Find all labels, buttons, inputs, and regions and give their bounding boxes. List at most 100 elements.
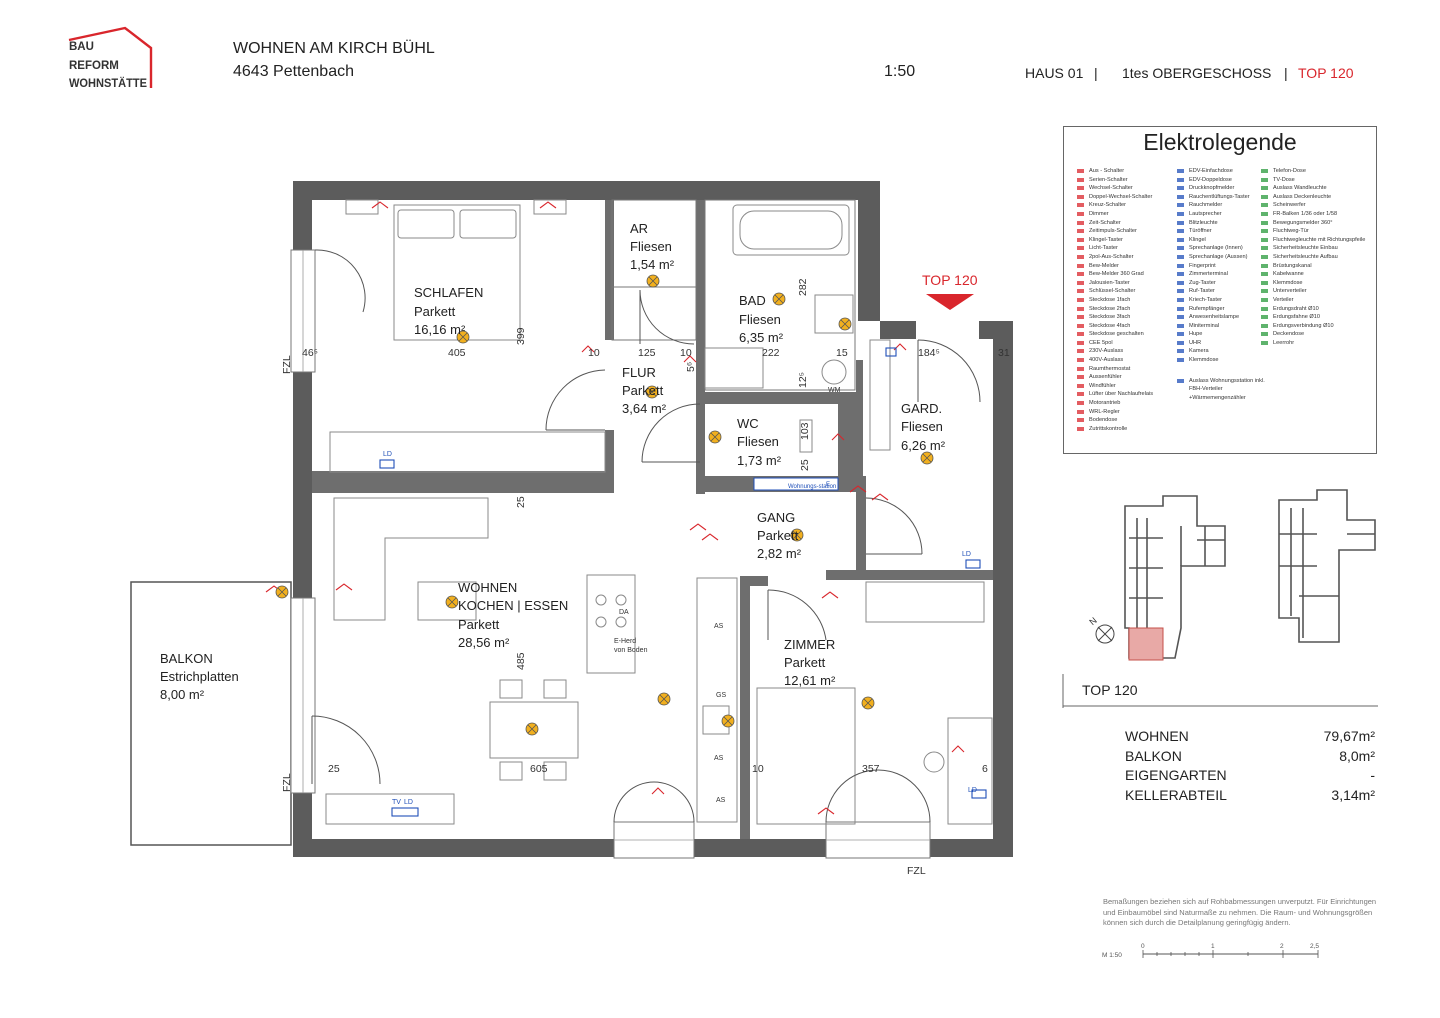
key-plan-building-2 [1278,489,1376,643]
legend-item: Schlüssel-Schalter [1076,287,1153,296]
legend-item: Klemmdose [1260,279,1365,288]
house-label: HAUS 01 [1025,65,1084,81]
legend-item: Deckendose [1260,330,1365,339]
electrical-symbols [265,201,965,815]
legend-item: Dimmer [1076,210,1153,219]
legend-item: Anwesenheitslampe [1176,313,1269,322]
legend-item: Auslass Deckenleuchte [1260,193,1365,202]
legend-item: 230V-Auslass [1076,347,1153,356]
room-wohnen-floor: Parkett [458,617,500,632]
dimension: 46⁵ [302,347,318,359]
room-gard-area: 6,26 m² [901,438,946,453]
legend-item: Scheinwerfer [1260,201,1365,210]
legend-item: Serien-Schalter [1076,176,1153,185]
legend-item: Telefon-Dose [1260,167,1365,176]
unit-highlight [1128,627,1164,661]
legend-item: Erdungsdraht Ø10 [1260,305,1365,314]
logo-line1: BAU [69,41,94,53]
legend-item: Steckdose 3fach [1076,313,1153,322]
room-balkon-area: 8,00 m² [160,687,205,702]
legend-item: Bodendose [1076,416,1153,425]
lamp-icon [790,528,804,542]
area-table-title: TOP 120 [1082,682,1138,698]
dimension: 6 [982,763,988,775]
legend-item: Klingel-Taster [1076,236,1153,245]
room-balkon-name: BALKON [160,651,213,666]
dimension: 25 [515,496,527,508]
dimension: 184⁵ [918,347,940,359]
area-label: WOHNEN [1125,728,1189,744]
area-table-lines [1062,674,1378,708]
legend-item: Ruf-Taster [1176,287,1269,296]
legend-item: Kreuz-Schalter [1076,201,1153,210]
legend-column-3: Telefon-Dose TV-Dose Auslass Wandleuchte… [1260,167,1365,347]
room-zimmer-floor: Parkett [784,655,826,670]
electrical-legend: Elektrolegende Aus - Schalter Serien-Sch… [1063,126,1377,454]
verteiler-label: E [826,482,830,488]
lamp-icon [657,692,671,706]
room-bad-area: 6,35 m² [739,330,784,345]
legend-item: Kriech-Taster [1176,296,1269,305]
dimension: 282 [797,278,809,296]
legend-item: Türöffner [1176,227,1269,236]
dimension: 12⁵ [797,372,809,388]
room-schlafen-area: 16,16 m² [414,322,466,337]
legend-item: WRL-Regler [1076,408,1153,417]
lamp-icon [708,430,722,444]
fzl-marker: FZL [281,773,293,792]
lamp-icon [838,317,852,331]
lamp-icon [275,585,289,599]
legend-item: Zeit-Schalter [1076,219,1153,228]
dimension: 357 [862,763,880,775]
eherd-label: E-Herd [614,638,636,645]
room-gang-floor: Parkett [757,528,799,543]
dimension: 222 [762,347,780,359]
legend-column-2: EDV-Einfachdose EDV-Doppeldose Druckknop… [1176,167,1269,402]
area-label: KELLERABTEIL [1125,787,1227,803]
room-schlafen-floor: Parkett [414,304,456,319]
legend-item: Rauchentlüftungs-Taster [1176,193,1269,202]
legend-item: Fluchtwegleuchte mit Richtungspfeile [1260,236,1365,245]
legend-item: Steckdose 4fach [1076,322,1153,331]
room-gang-area: 2,82 m² [757,546,802,561]
dimension: 25 [799,459,811,471]
legend-item: Zug-Taster [1176,279,1269,288]
dimension: 15 [836,347,848,359]
doors [311,249,981,823]
legend-item: Lüfter über Nachlaufrelais [1076,390,1153,399]
room-zimmer-name: ZIMMER [784,637,835,652]
legend-item: Rufempfänger [1176,305,1269,314]
scale-tick: 2,5 [1310,943,1319,950]
legend-item: Zeitimpuls-Schalter [1076,227,1153,236]
legend-item: Steckdose 2fach [1076,305,1153,314]
legend-item: Verteiler [1260,296,1365,305]
dimension: 125 [638,347,656,359]
legend-item: Hupe [1176,330,1269,339]
scale-label: M 1:50 [1102,952,1122,959]
ld-label: LD [383,451,392,458]
legend-item: Sprechanlage (Aussen) [1176,253,1269,262]
dimension: 10 [752,763,764,775]
legend-item: CEE 5pol [1076,339,1153,348]
room-flur-name: FLUR [622,365,656,380]
legend-item: Windfühler [1076,382,1153,391]
furniture [325,199,993,825]
plan-scale: 1:50 [884,63,916,80]
room-ar-name: AR [630,221,648,236]
area-row: WOHNEN 79,67m² [1125,728,1375,744]
area-row: EIGENGARTEN - [1125,767,1375,783]
legend-item: Sicherheitsleuchte Aufbau [1260,253,1365,262]
da-label: DA [619,609,629,616]
scale-bar: 0 1 2 2,5 M 1:50 [1102,943,1319,959]
legend-title: Elektrolegende [1143,129,1297,155]
as-label: AS [714,623,724,630]
legend-item: Lautsprecher [1176,210,1269,219]
dimension: 103 [799,422,811,440]
wm-label: WM [828,387,841,394]
dimension: 31 [998,347,1010,359]
scale-tick: 2 [1280,943,1284,950]
legend-item: Motorantrieb [1076,399,1153,408]
legend-item: Wechsel-Schalter [1076,184,1153,193]
legend-item: TV-Dose [1260,176,1365,185]
legend-item: 2pol-Aus-Schalter [1076,253,1153,262]
